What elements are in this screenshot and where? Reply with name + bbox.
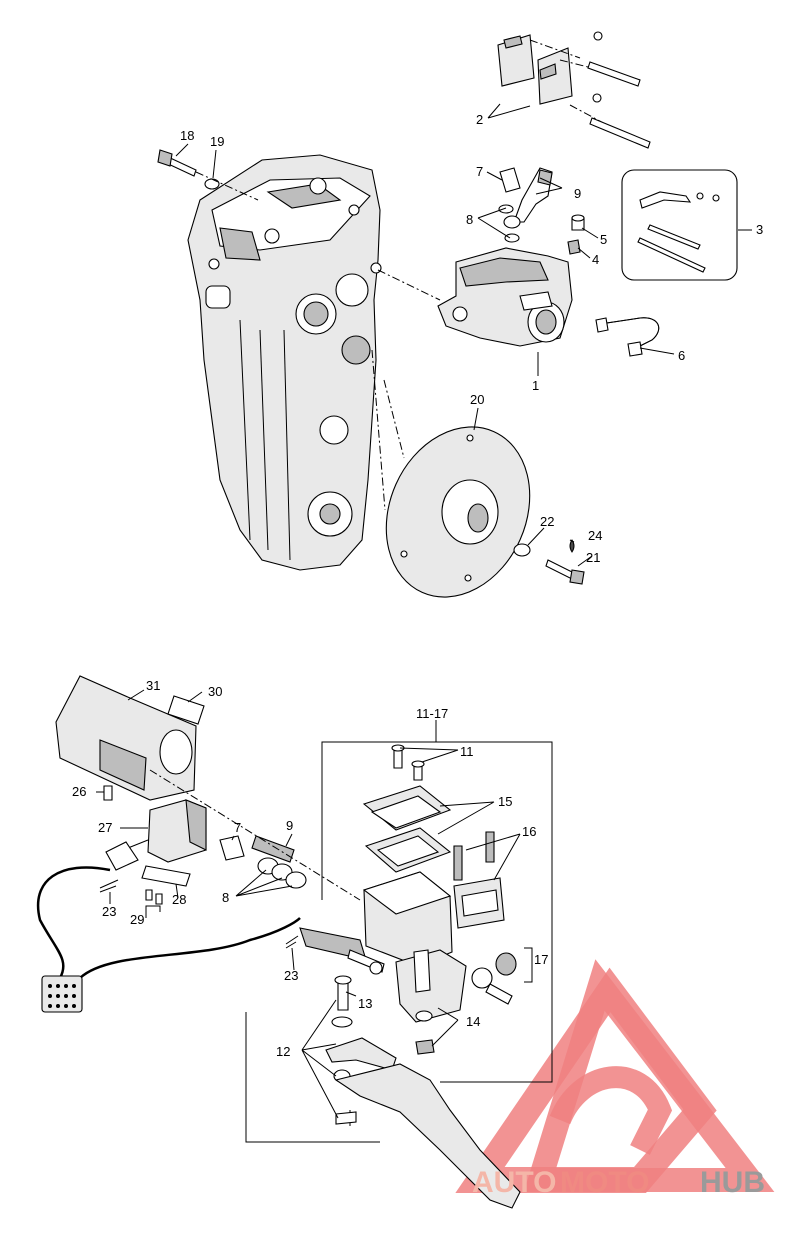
brake-lever [325,1037,521,1209]
callout-12: 12 [276,1044,290,1059]
warning-label [167,695,205,725]
clamp-and-screws [453,831,505,929]
callout-26: 26 [72,784,86,799]
callout-27: 27 [98,820,112,835]
callout-11: 11 [460,744,474,759]
callout-22: 22 [540,514,554,529]
brake-light-switch [105,799,207,887]
callout-9-lower: 9 [286,818,293,833]
bleeder-valve [567,214,585,255]
service-kit-box [621,169,738,281]
callout-7: 7 [476,164,483,179]
callout-8: 8 [466,212,473,227]
leader-lines [96,103,752,1119]
wire-harness-2 [79,917,301,979]
pivot-pin [331,975,353,1028]
callout-5: 5 [600,232,607,247]
bolt-and-washer [157,149,259,201]
automotohub-logo [455,959,775,1193]
engine-block [187,154,382,571]
callout-23-lower: 23 [284,968,298,983]
callout-labels: 2 3 7 9 8 5 4 6 1 18 19 20 22 24 21 31 3… [72,112,763,1059]
callout-23: 23 [102,904,116,919]
master-cylinder-body [299,871,453,975]
callout-24: 24 [588,528,602,543]
brake-caliper [437,247,573,347]
banjo-fittings-lower [219,835,307,889]
callout-8-lower: 8 [222,890,229,905]
callout-20: 20 [470,392,484,407]
lever-bracket-part [395,949,467,1055]
callout-28: 28 [172,892,186,907]
automotohub-wordmark: AUTO MOTO HUB [472,1166,765,1199]
brake-pads [497,34,581,105]
callout-21: 21 [586,550,600,565]
callout-6: 6 [678,348,685,363]
callout-29: 29 [130,912,144,927]
callout-17: 17 [534,952,548,967]
callout-2: 2 [476,112,483,127]
callout-13: 13 [358,996,372,1011]
callout-7-lower: 7 [234,820,241,835]
callout-31: 31 [146,678,160,693]
callout-1: 1 [532,378,539,393]
wire-harness [36,866,111,979]
wordmark-hub: HUB [700,1166,765,1199]
reservoir-cap [362,785,452,873]
callout-4: 4 [592,252,599,267]
banjo-bolt-and-hose [498,167,553,243]
master-cylinder-cover [55,675,197,801]
callout-9: 9 [574,186,581,201]
wire-clips [99,879,299,949]
callout-30: 30 [208,684,222,699]
lever-bracket [245,1012,380,1143]
callout-11-17: 11-17 [416,706,448,721]
cap-screws [391,744,425,781]
small-screw [103,785,113,801]
callout-15: 15 [498,794,512,809]
brake-disc [385,426,531,598]
callout-19: 19 [210,134,224,149]
wordmark-auto: AUTO [472,1166,556,1199]
callout-16: 16 [522,824,536,839]
callout-14: 14 [466,1014,480,1029]
connector [41,975,83,1013]
disc-fasteners [513,539,585,585]
dust-boot [471,952,517,1005]
wordmark-moto: MOTO [560,1166,649,1199]
brake-pipe [595,317,660,357]
callout-18: 18 [180,128,194,143]
callout-3: 3 [756,222,763,237]
assembly-bracket [321,741,553,1083]
pad-pins [559,31,651,149]
